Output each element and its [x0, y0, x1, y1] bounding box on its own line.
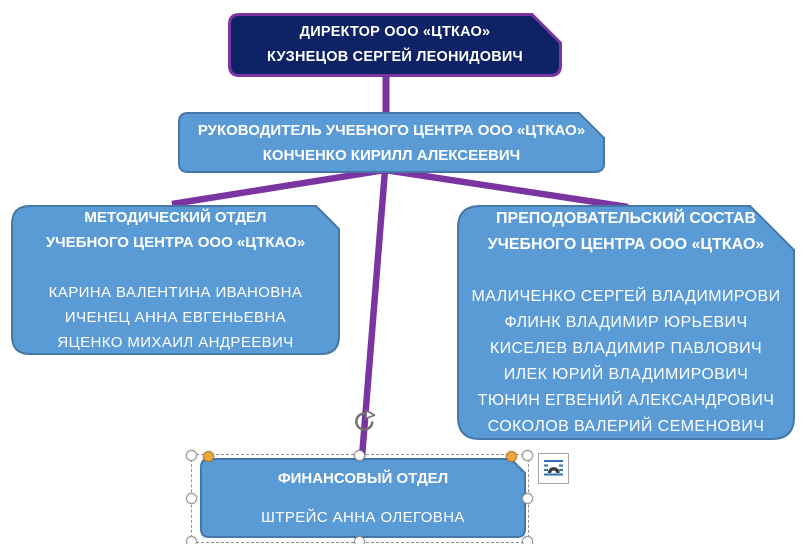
member-name: КИСЕЛЕВ ВЛАДИМИР ПАВЛОВИЧ	[489, 339, 763, 357]
finance-box-shape	[200, 458, 526, 538]
resize-handle-mid-left[interactable]	[185, 492, 197, 504]
member-name: ИЧЕНЕЦ АННА ЕВГЕНЬЕВНА	[64, 309, 287, 326]
resize-handle-top-left[interactable]	[185, 449, 197, 461]
head-box-fill	[178, 112, 605, 173]
member-name: ФЛИНК ВЛАДИМИР ЮРЬЕВИЧ	[504, 313, 748, 331]
rotate-handle[interactable]	[350, 407, 378, 435]
teachers-box-fill	[457, 205, 795, 440]
org-node-methodical[interactable]: МЕТОДИЧЕСКИЙ ОТДЕЛ УЧЕБНОГО ЦЕНТРА ООО «…	[11, 205, 340, 355]
selection-bounding-box[interactable]	[191, 454, 529, 543]
org-node-head[interactable]: РУКОВОДИТЕЛЬ УЧЕБНОГО ЦЕНТРА ООО «ЦТКАО»…	[178, 112, 605, 173]
finance-title: ФИНАНСОВЫЙ ОТДЕЛ	[277, 469, 449, 487]
member-name: КАРИНА ВАЛЕНТИНА ИВАНОВНА	[48, 284, 303, 301]
layout-options-button[interactable]	[538, 453, 569, 484]
head-title: РУКОВОДИТЕЛЬ УЧЕБНОГО ЦЕНТРА ООО «ЦТКАО»	[197, 121, 586, 139]
finance-box-fill	[200, 458, 526, 538]
resize-handle-bottom-center[interactable]	[353, 535, 365, 544]
director-title: ДИРЕКТОР ООО «ЦТКАО»	[299, 24, 491, 40]
methodical-box-fill	[11, 205, 340, 355]
member-name: СОКОЛОВ ВАЛЕРИЙ СЕМЕНОВИЧ	[487, 417, 765, 435]
teachers-box-shape	[457, 205, 795, 440]
member-name: ЯЦЕНКО МИХАИЛ АНДРЕЕВИЧ	[57, 334, 294, 351]
org-node-finance[interactable]: ФИНАНСОВЫЙ ОТДЕЛ ШТРЕЙС АННА ОЛЕГОВНА	[200, 458, 526, 538]
member-name: ИЛЕК ЮРИЙ ВЛАДИМИРОВИЧ	[503, 365, 749, 383]
member-name: ТЮНИН ЕГВЕНИЙ АЛЕКСАНДРОВИЧ	[477, 391, 775, 409]
adjust-handle-right[interactable]	[505, 450, 517, 462]
methodical-title-line: МЕТОДИЧЕСКИЙ ОТДЕЛ	[84, 209, 267, 226]
member-name: ШТРЕЙС АННА ОЛЕГОВНА	[261, 508, 465, 526]
member-name: МАЛИЧЕНКО СЕРГЕЙ ВЛАДИМИРОВИ	[471, 287, 781, 305]
org-node-director[interactable]: ДИРЕКТОР ООО «ЦТКАО» КУЗНЕЦОВ СЕРГЕЙ ЛЕО…	[228, 13, 562, 77]
director-person: КУЗНЕЦОВ СЕРГЕЙ ЛЕОНИДОВИЧ	[267, 49, 523, 65]
connector-head-to-methodical[interactable]	[171, 166, 386, 208]
teachers-title-line: ПРЕПОДОВАТЕЛЬСКИЙ СОСТАВ	[495, 209, 757, 227]
resize-handle-bottom-left[interactable]	[185, 535, 197, 544]
resize-handle-top-center[interactable]	[353, 449, 365, 461]
resize-handle-top-right[interactable]	[521, 449, 533, 461]
resize-handle-mid-right[interactable]	[521, 492, 533, 504]
rotate-clockwise-icon	[355, 409, 376, 431]
connector-head-to-teachers[interactable]	[384, 166, 629, 211]
org-node-teachers[interactable]: ПРЕПОДОВАТЕЛЬСКИЙ СОСТАВ УЧЕБНОГО ЦЕНТРА…	[457, 205, 795, 440]
teachers-title-line: УЧЕБНОГО ЦЕНТРА ООО «ЦТКАО»	[487, 235, 765, 253]
adjust-handle-left[interactable]	[202, 450, 214, 462]
director-box-shape	[228, 13, 562, 77]
methodical-title-line: УЧЕБНОГО ЦЕНТРА ООО «ЦТКАО»	[45, 234, 306, 251]
text-wrap-layout-options-icon	[544, 460, 563, 476]
connector-head-to-finance[interactable]	[358, 169, 389, 458]
head-person: КОНЧЕНКО КИРИЛЛ АЛЕКСЕЕВИЧ	[262, 146, 521, 164]
director-box-fill	[228, 13, 562, 77]
methodical-box-shape	[11, 205, 340, 355]
resize-handle-bottom-right[interactable]	[521, 535, 533, 544]
head-box-shape	[178, 112, 605, 173]
